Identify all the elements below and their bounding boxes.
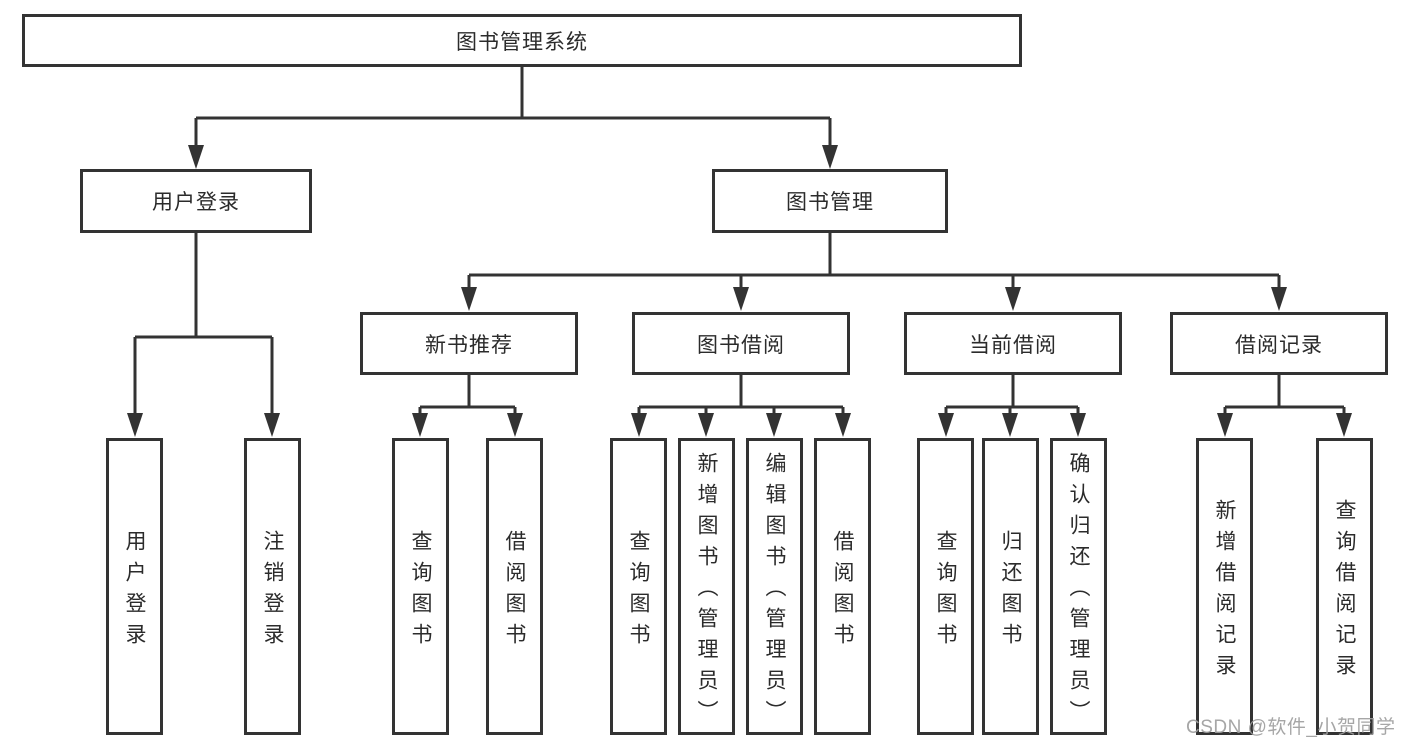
leaf-newbook-query-book: 查询图书: [392, 438, 449, 735]
leaf-newbook-borrow-book: 借阅图书: [486, 438, 543, 735]
leaf-logout-label: 注销登录: [261, 529, 284, 654]
leaf-query-borrow-record-label: 查询借阅记录: [1333, 498, 1356, 685]
leaf-borrow-query-book-label: 查询图书: [627, 529, 650, 654]
leaf-confirm-return-admin-label: 确认归还（管理员）: [1067, 452, 1090, 731]
leaf-borrow-borrow-book: 借阅图书: [814, 438, 871, 735]
leaf-newbook-borrow-book-label: 借阅图书: [503, 529, 526, 654]
leaf-confirm-return-admin: 确认归还（管理员）: [1050, 438, 1107, 735]
connector-arrowheads: [127, 145, 1352, 437]
node-user-login: 用户登录: [80, 169, 312, 233]
node-borrow-record-label: 借阅记录: [1235, 333, 1323, 357]
leaf-query-borrow-record: 查询借阅记录: [1316, 438, 1373, 735]
node-new-book-recommend: 新书推荐: [360, 312, 578, 375]
leaf-user-login: 用户登录: [106, 438, 163, 735]
leaf-add-book-admin: 新增图书（管理员）: [678, 438, 735, 735]
node-book-management-label: 图书管理: [786, 191, 874, 214]
node-new-book-recommend-label: 新书推荐: [425, 333, 513, 357]
leaf-borrow-borrow-book-label: 借阅图书: [831, 529, 854, 654]
node-root: 图书管理系统: [22, 14, 1022, 67]
node-current-borrow: 当前借阅: [904, 312, 1122, 375]
leaf-current-query-book: 查询图书: [917, 438, 974, 735]
leaf-add-book-admin-label: 新增图书（管理员）: [695, 452, 718, 731]
leaf-return-book-label: 归还图书: [999, 529, 1022, 654]
leaf-current-query-book-label: 查询图书: [934, 529, 957, 654]
leaf-edit-book-admin: 编辑图书（管理员）: [746, 438, 803, 735]
leaf-borrow-query-book: 查询图书: [610, 438, 667, 735]
node-user-login-label: 用户登录: [152, 191, 240, 214]
leaf-edit-book-admin-label: 编辑图书（管理员）: [763, 452, 786, 731]
node-book-borrow-label: 图书借阅: [697, 333, 785, 357]
leaf-logout: 注销登录: [244, 438, 301, 735]
node-book-borrow: 图书借阅: [632, 312, 850, 375]
node-borrow-record: 借阅记录: [1170, 312, 1388, 375]
node-book-management: 图书管理: [712, 169, 948, 233]
leaf-add-borrow-record-label: 新增借阅记录: [1213, 498, 1236, 685]
leaf-user-login-label: 用户登录: [123, 529, 146, 654]
leaf-return-book: 归还图书: [982, 438, 1039, 735]
leaf-newbook-query-book-label: 查询图书: [409, 529, 432, 654]
node-current-borrow-label: 当前借阅: [969, 333, 1057, 357]
node-root-label: 图书管理系统: [456, 30, 588, 54]
watermark: CSDN @软件_小贺同学: [1186, 717, 1396, 738]
leaf-add-borrow-record: 新增借阅记录: [1196, 438, 1253, 735]
